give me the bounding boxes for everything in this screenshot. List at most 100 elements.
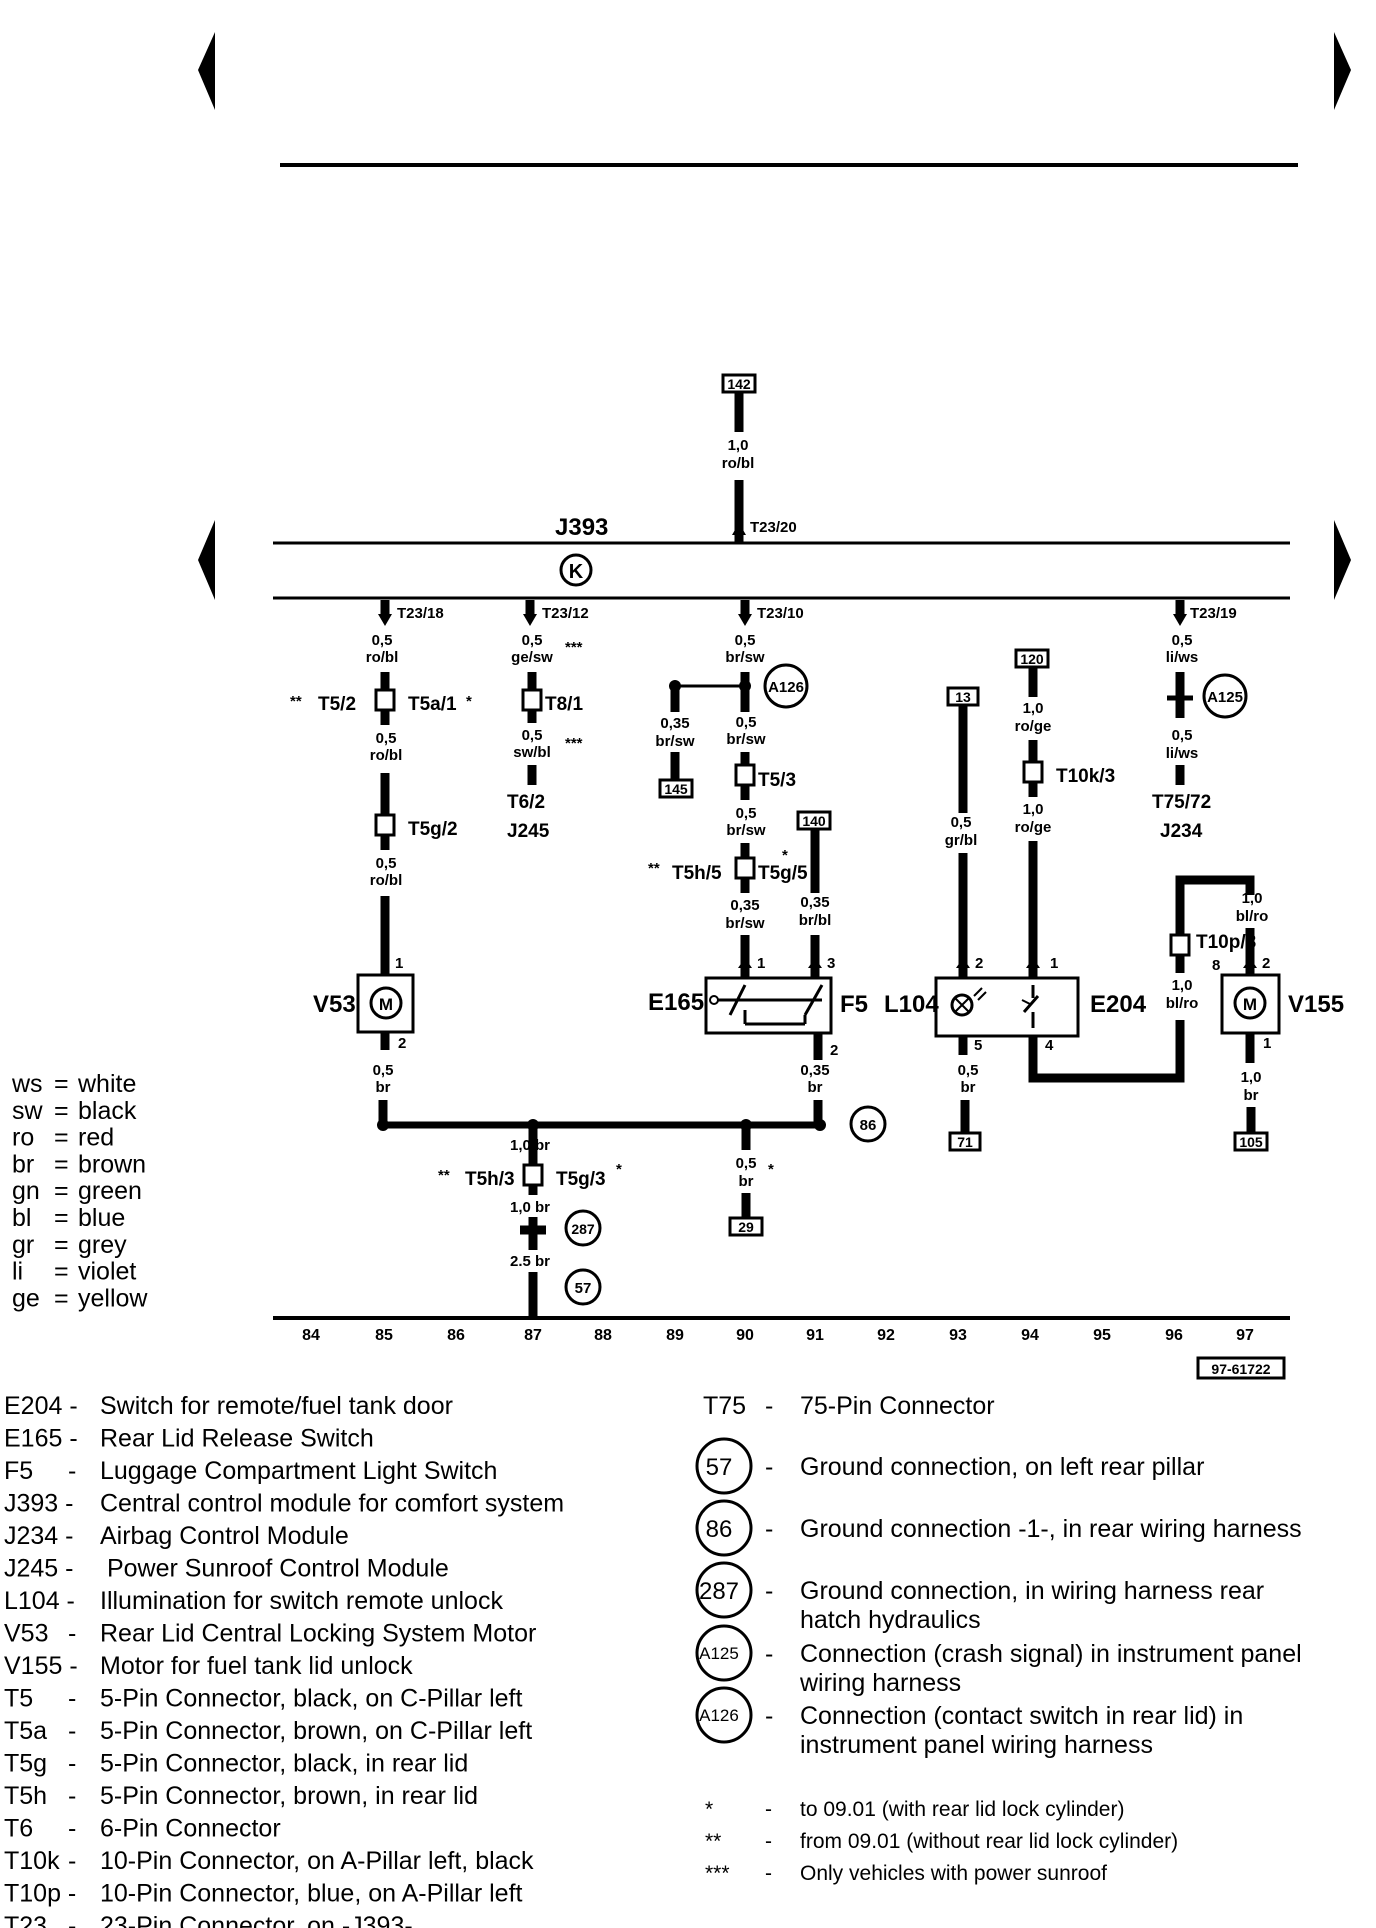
- ground-legend: 57-Ground connection, on left rear pilla…: [695, 1437, 1302, 1759]
- wire-size: 0,5: [1172, 727, 1193, 744]
- track-number: 95: [1093, 1327, 1111, 1344]
- k-symbol-icon: [559, 553, 593, 587]
- legend-text: Luggage Compartment Light Switch: [100, 1457, 497, 1485]
- pin-arrow-icon: [732, 523, 746, 535]
- next-page-arrow-icon[interactable]: [1334, 32, 1351, 110]
- color-code: sw: [12, 1097, 44, 1125]
- motor-icon: [369, 986, 403, 1020]
- connector-icon: [521, 688, 543, 712]
- v155-label: V155: [1288, 991, 1344, 1018]
- wire-color: br/sw: [726, 731, 766, 748]
- wire-color: ro/ge: [1015, 819, 1052, 836]
- footnote-mark: *: [616, 1161, 622, 1178]
- legend-dash: -: [765, 1798, 772, 1821]
- pin-number: 2: [398, 1035, 406, 1052]
- wire-size: 0,35: [660, 715, 689, 732]
- pin-arrow-icon: [738, 958, 752, 968]
- color-code: br: [12, 1150, 34, 1178]
- wire-size: 0,5: [735, 632, 756, 649]
- footnote-mark: ***: [705, 1862, 730, 1885]
- legend-code: T5g: [4, 1750, 47, 1778]
- color-code: bl: [12, 1204, 31, 1232]
- wire-color: li/ws: [1166, 649, 1199, 666]
- pin-number: 1: [1050, 955, 1058, 972]
- prev-page-arrow-icon[interactable]: [198, 32, 215, 110]
- pin-arrow-icon: [1173, 614, 1187, 626]
- legend-text: wiring harness: [799, 1669, 961, 1697]
- ref-142: 142: [727, 376, 751, 392]
- wire-label: 1,0 br: [510, 1199, 550, 1216]
- connector-icon: [734, 856, 756, 880]
- wire-color: ge/sw: [511, 649, 553, 666]
- footnotes: *-to 09.01 (with rear lid lock cylinder)…: [705, 1798, 1178, 1885]
- switch-symbol-icon: [709, 984, 824, 1026]
- next-page-arrow-icon[interactable]: [1334, 520, 1351, 600]
- legend-code: E165 -: [4, 1425, 78, 1453]
- track-number: 88: [594, 1327, 612, 1344]
- ground-circle-icon: [695, 1561, 753, 1619]
- wire-size: 0,35: [730, 897, 759, 914]
- color-equals: =: [54, 1258, 69, 1286]
- t5-2-label: T5/2: [318, 694, 356, 715]
- wire-size: 0,5: [736, 714, 757, 731]
- pin-number: 2: [1262, 955, 1270, 972]
- a125-connection-icon: [1202, 673, 1248, 719]
- legend-text: Power Sunroof Control Module: [100, 1555, 449, 1583]
- track-number: 90: [736, 1327, 754, 1344]
- ref-13: 13: [955, 689, 971, 705]
- motor-icon: [1233, 986, 1267, 1020]
- a125-circle-label: A125: [1207, 689, 1243, 706]
- color-code: gr: [12, 1231, 34, 1259]
- t5g-5-label: T5g/5: [758, 863, 808, 884]
- lamp-icon: [950, 987, 987, 1017]
- legend-code: T10k: [4, 1847, 60, 1875]
- legend-code: F5: [4, 1457, 33, 1485]
- footnote-mark: *: [466, 693, 472, 710]
- ref-71: 71: [957, 1134, 973, 1150]
- legend-text: 75-Pin Connector: [800, 1392, 995, 1420]
- color-name: green: [78, 1177, 142, 1205]
- track-number: 94: [1021, 1327, 1039, 1344]
- ground-circle-icon: [695, 1624, 753, 1682]
- wire-size: 1,0: [1023, 700, 1044, 717]
- color-equals: =: [54, 1070, 69, 1098]
- color-code: li: [12, 1258, 23, 1286]
- prev-page-arrow-icon[interactable]: [198, 520, 215, 600]
- t5a-1-label: T5a/1: [408, 694, 457, 715]
- pin-number: 2: [830, 1042, 838, 1059]
- color-code: ws: [11, 1070, 43, 1098]
- legend-text: 5-Pin Connector, black, in rear lid: [100, 1750, 468, 1778]
- wire-94-96-loop: [1028, 1020, 1185, 1083]
- t10p-8-label: T10p/8: [1196, 932, 1256, 953]
- color-code: ro: [12, 1124, 34, 1152]
- wire-size: 0,35: [800, 1062, 829, 1079]
- footnote-mark: **: [290, 693, 302, 710]
- ref-box: [948, 1131, 982, 1152]
- pin-number: 8: [1212, 957, 1220, 974]
- legend-dash: -: [68, 1685, 76, 1713]
- legend-code: T5h: [4, 1782, 47, 1810]
- legend-text: 5-Pin Connector, brown, on C-Pillar left: [100, 1717, 532, 1745]
- wire-color: br: [808, 1079, 823, 1096]
- wire-size: 0,5: [522, 727, 543, 744]
- legend-text: Illumination for switch remote unlock: [100, 1587, 503, 1615]
- legend-dash: -: [765, 1577, 773, 1605]
- legend-dash: -: [68, 1782, 76, 1810]
- wire-size: 1,0: [1172, 977, 1193, 994]
- legend-code: J245 -: [4, 1555, 73, 1583]
- ref-140: 140: [802, 813, 826, 829]
- pin-arrow-icon: [956, 958, 970, 968]
- color-equals: =: [54, 1124, 69, 1152]
- ref-box: [658, 778, 694, 799]
- footnote-mark: *: [768, 1161, 774, 1178]
- legend-code: V155 -: [4, 1652, 78, 1680]
- t5g-2-label: T5g/2: [408, 819, 458, 840]
- wire-size: 0,5: [376, 855, 397, 872]
- color-name: blue: [78, 1204, 125, 1232]
- legend-code: T6: [4, 1815, 33, 1843]
- color-code: gn: [12, 1177, 40, 1205]
- t8-1-label: T8/1: [545, 694, 583, 715]
- ref-120: 120: [1020, 651, 1044, 667]
